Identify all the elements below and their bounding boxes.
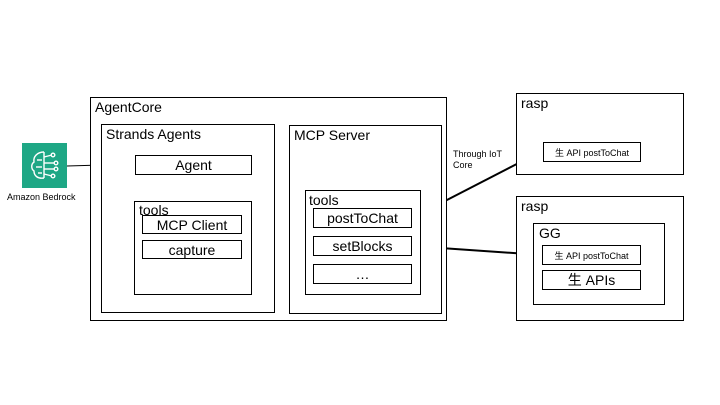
- capture-box: capture: [142, 240, 242, 259]
- posttochat-box: postToChat: [313, 208, 412, 228]
- more-tools-box: …: [313, 264, 412, 284]
- rasp1-api-posttochat: 生 API postToChat: [543, 142, 641, 162]
- mcp-client-box: MCP Client: [142, 215, 242, 234]
- mcp-server-title: MCP Server: [294, 127, 370, 143]
- gg-raw-apis: 生 APIs: [542, 270, 641, 290]
- strands-tools-title: tools: [139, 202, 169, 218]
- bedrock-brain-icon: [22, 143, 67, 188]
- strands-agents-title: Strands Agents: [106, 126, 201, 142]
- gg-api-posttochat: 生 API postToChat: [542, 245, 641, 265]
- gg-title: GG: [539, 225, 561, 241]
- bedrock-label: Amazon Bedrock: [7, 192, 76, 202]
- rasp-box-1: rasp: [516, 93, 684, 175]
- mcp-tools-title: tools: [309, 192, 339, 208]
- agentcore-title: AgentCore: [95, 99, 162, 115]
- iot-core-label: Through IoT Core: [453, 149, 502, 170]
- bedrock-brain-glyph: [31, 151, 59, 179]
- rasp-title-1: rasp: [521, 95, 549, 111]
- agent-box: Agent: [135, 155, 252, 175]
- rasp-title-2: rasp: [521, 198, 549, 214]
- setblocks-box: setBlocks: [313, 236, 412, 256]
